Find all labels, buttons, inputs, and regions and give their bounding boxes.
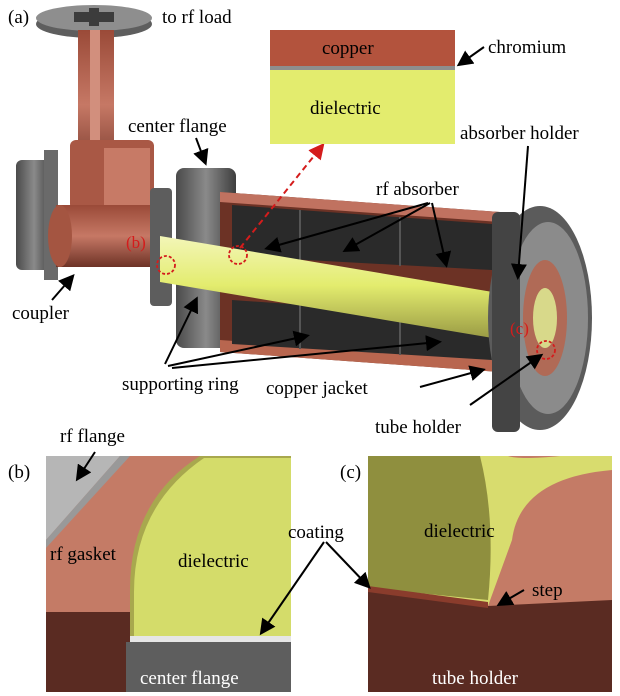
- panel-a-label: (a): [8, 7, 29, 28]
- label-step: step: [532, 580, 563, 601]
- panel-b: (b) rf flange rf gasket dielectric cente…: [8, 426, 325, 692]
- rf-load-flange: [36, 5, 152, 38]
- arrow-rf-flange: [75, 451, 96, 482]
- label-absorber-holder: absorber holder: [460, 123, 579, 144]
- label-dielectric-b: dielectric: [178, 551, 249, 572]
- label-tube-holder: tube holder: [375, 417, 462, 438]
- label-supporting-ring: supporting ring: [122, 374, 239, 395]
- panel-c-label: (c): [340, 462, 361, 483]
- label-tube-holder-c: tube holder: [432, 668, 519, 689]
- panel-b-image: [46, 456, 291, 692]
- label-center-flange-b: center flange: [140, 668, 239, 689]
- callout-b-label: (b): [126, 233, 146, 252]
- inset-chromium-label: chromium: [488, 37, 566, 58]
- label-rf-flange: rf flange: [60, 426, 125, 447]
- label-to-rf-load: to rf load: [162, 7, 232, 28]
- arrow-coating-c: [325, 541, 371, 589]
- label-rf-absorber: rf absorber: [376, 179, 459, 200]
- inset-dielectric-label: dielectric: [310, 98, 381, 119]
- label-rf-gasket: rf gasket: [50, 544, 117, 565]
- label-copper-jacket: copper jacket: [266, 378, 369, 399]
- arrow-coating-b: [259, 541, 325, 636]
- coupler-vertical-arm: [70, 30, 154, 210]
- arrow-step: [496, 589, 525, 607]
- panel-c: (c) coating dielectric step tube holder: [288, 456, 612, 692]
- label-coupler: coupler: [12, 303, 70, 324]
- end-flange: [488, 206, 592, 432]
- label-coating: coating: [288, 522, 344, 543]
- layer-inset: [270, 30, 455, 144]
- panel-a: (a) to rf load copper chromium dielectri…: [8, 5, 592, 438]
- callout-c-label: (c): [510, 319, 529, 338]
- label-center-flange: center flange: [128, 116, 227, 137]
- callout-markers: [156, 142, 556, 360]
- panel-c-image: [368, 456, 612, 692]
- label-dielectric-c: dielectric: [424, 521, 495, 542]
- inset-copper-label: copper: [322, 38, 374, 59]
- panel-b-label: (b): [8, 462, 30, 483]
- coupler-body: [48, 205, 166, 267]
- panel-a-arrows: [51, 46, 544, 406]
